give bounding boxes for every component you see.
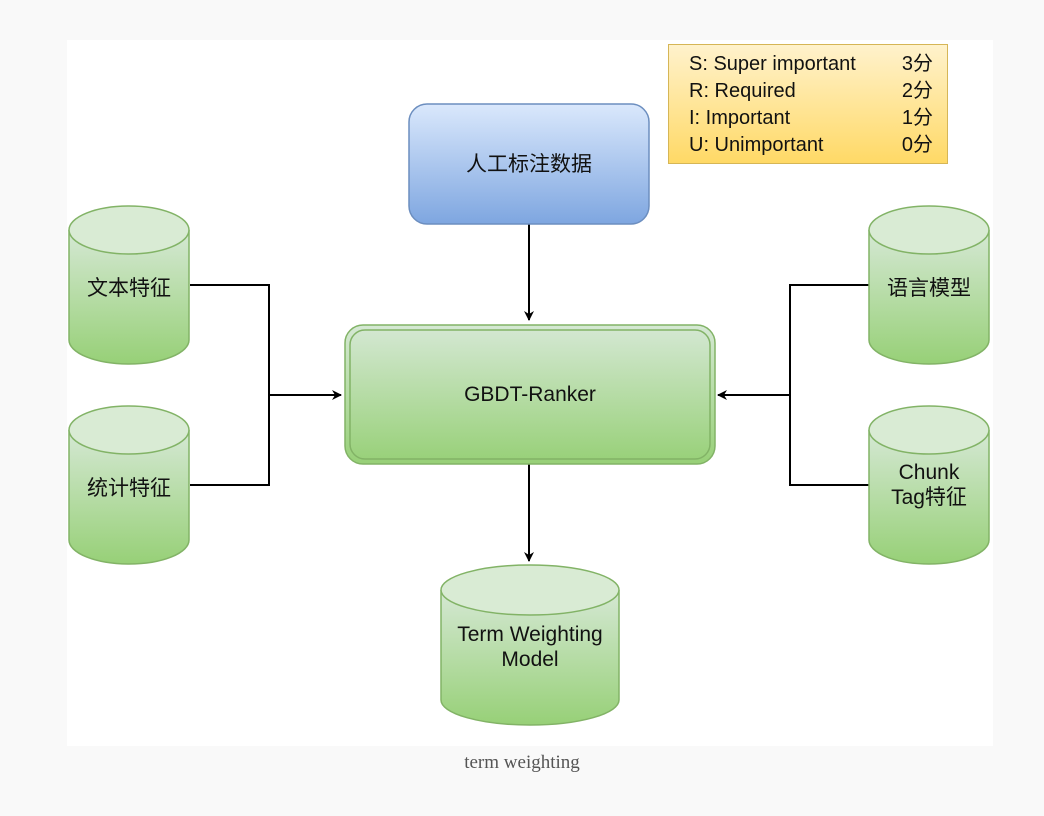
legend-row: U: Unimportant 0分	[689, 132, 933, 159]
connector-chunk-tag	[789, 395, 869, 486]
stat-features-label: 统计特征	[87, 476, 171, 500]
legend-score: 3分	[901, 53, 933, 75]
text-features-label: 文本特征	[87, 276, 171, 300]
chunk-tag-label: Chunk Tag特征	[891, 461, 967, 509]
legend-label: U: Unimportant	[689, 134, 824, 156]
legend-score: 0分	[901, 134, 933, 156]
legend-label: I: Important	[689, 107, 791, 129]
score-legend: S: Super important 3分 R: Required 2分 I: …	[668, 44, 948, 164]
language-model-cylinder	[868, 205, 990, 365]
chunk-tag-cylinder	[868, 405, 990, 565]
connector-text-features	[190, 284, 270, 395]
text-features-cylinder	[68, 205, 190, 365]
stat-features-cylinder	[68, 405, 190, 565]
figure-caption: term weighting	[464, 752, 580, 773]
legend-score: 1分	[901, 107, 933, 129]
ranker-label: GBDT-Ranker	[464, 383, 596, 406]
annotation-data-box	[408, 103, 650, 225]
annotation-data-label: 人工标注数据	[466, 152, 592, 176]
legend-label: S: Super important	[689, 53, 856, 75]
connector-language-model	[789, 284, 869, 395]
legend-row: R: Required 2分	[689, 78, 933, 105]
legend-label: R: Required	[689, 80, 796, 102]
output-model-label: Term Weighting Model	[457, 623, 603, 671]
legend-score: 2分	[901, 80, 933, 102]
legend-row: I: Important 1分	[689, 105, 933, 132]
output-model-cylinder	[440, 564, 620, 726]
connector-stat-features	[190, 395, 270, 486]
ranker-box	[344, 324, 716, 465]
legend-row: S: Super important 3分	[689, 51, 933, 78]
language-model-label: 语言模型	[887, 276, 971, 300]
